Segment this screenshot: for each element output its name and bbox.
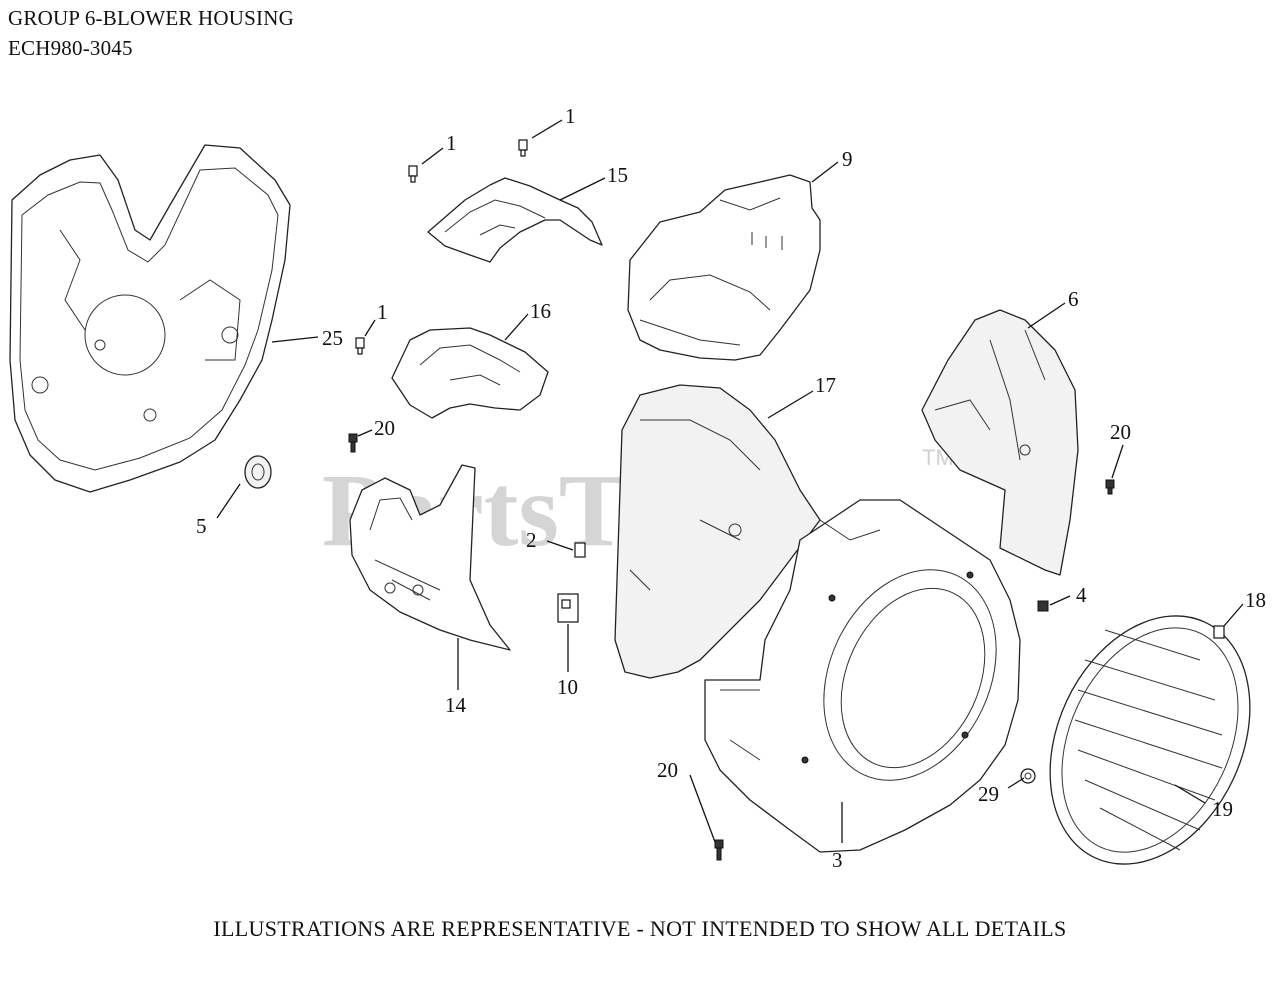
callout-10[interactable]: 10	[557, 675, 578, 699]
part-15-cover[interactable]	[427, 177, 603, 263]
diagram-title: GROUP 6-BLOWER HOUSING	[8, 6, 294, 30]
nut-29[interactable]	[1020, 768, 1036, 784]
callout-29[interactable]: 29	[978, 782, 999, 806]
bolt-20b[interactable]	[1105, 479, 1115, 495]
bolt-4[interactable]	[1037, 600, 1049, 612]
part-3-fan-housing[interactable]	[704, 499, 1029, 853]
callout-15[interactable]: 15	[607, 163, 628, 187]
callout-20b[interactable]: 20	[1110, 420, 1131, 444]
callout-18[interactable]: 18	[1245, 588, 1266, 612]
bolt-20c[interactable]	[714, 839, 724, 861]
leader-lines	[216, 119, 1244, 843]
screw-18[interactable]	[1213, 625, 1225, 639]
callout-17[interactable]: 17	[815, 373, 836, 397]
screw-1a[interactable]	[408, 165, 418, 183]
callout-20a[interactable]: 20	[374, 416, 395, 440]
callout-16[interactable]: 16	[530, 299, 551, 323]
callout-6[interactable]: 6	[1068, 287, 1079, 311]
screw-1c[interactable]	[355, 337, 365, 355]
screw-1b[interactable]	[518, 139, 528, 157]
callout-14[interactable]: 14	[445, 693, 467, 717]
part-17-shroud[interactable]	[614, 384, 821, 679]
part-9-shroud[interactable]	[627, 174, 821, 361]
part-14-shroud[interactable]	[349, 464, 511, 651]
callout-1c[interactable]: 1	[377, 300, 388, 324]
callout-20c[interactable]: 20	[657, 758, 678, 782]
callout-1b[interactable]: 1	[565, 104, 576, 128]
callout-4[interactable]: 4	[1076, 583, 1087, 607]
disclaimer-note: ILLUSTRATIONS ARE REPRESENTATIVE - NOT I…	[213, 916, 1067, 941]
bolt-20a[interactable]	[348, 433, 358, 453]
part-25-blower-case[interactable]	[9, 144, 291, 493]
part-16-cover[interactable]	[391, 327, 549, 419]
callout-19[interactable]: 19	[1212, 797, 1233, 821]
clip-2[interactable]	[574, 542, 586, 558]
callout-3[interactable]: 3	[832, 848, 843, 872]
part-5-grommet[interactable]	[244, 455, 272, 489]
bracket-10[interactable]	[557, 593, 579, 623]
callout-25[interactable]: 25	[322, 326, 343, 350]
part-19-fan-guard[interactable]	[1012, 583, 1280, 896]
callout-5[interactable]: 5	[196, 514, 207, 538]
callout-9[interactable]: 9	[842, 147, 853, 171]
part-6-panel[interactable]	[921, 309, 1079, 576]
callout-1a[interactable]: 1	[446, 131, 457, 155]
callout-2[interactable]: 2	[526, 528, 537, 552]
model-number: ECH980-3045	[8, 36, 133, 60]
